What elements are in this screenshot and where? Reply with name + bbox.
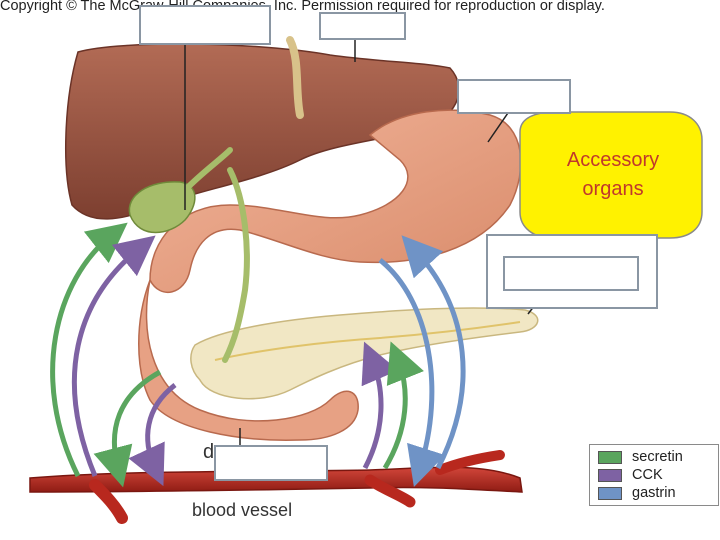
hormone-legend: secretin CCK gastrin	[589, 444, 719, 506]
partial-label-d: d	[203, 441, 215, 463]
gallbladder-shape	[128, 181, 196, 234]
legend-item-gastrin: gastrin	[598, 485, 676, 501]
cck-arrow-to-pancreas	[361, 341, 399, 470]
legend-swatch-cck	[598, 468, 622, 482]
legend-swatch-gastrin	[598, 486, 622, 500]
legend-label-secretin: secretin	[632, 449, 683, 465]
blood-vessel-label: blood vessel	[192, 500, 293, 520]
liver-shape	[65, 43, 460, 220]
label-box-duodenum[interactable]	[214, 445, 328, 481]
callout-line-1: Accessory	[566, 149, 660, 171]
cck-arrow-from-duodenum	[128, 383, 177, 487]
label-box-pancreas-inner[interactable]	[503, 256, 639, 291]
label-box-liver[interactable]	[319, 12, 406, 40]
gastrin-arrow-from-stomach	[378, 258, 446, 488]
secretin-arrow-from-duodenum	[93, 369, 162, 488]
legend-label-cck: CCK	[632, 467, 663, 483]
legend-item-cck: CCK	[598, 467, 663, 483]
gastrin-arrow-to-stomach	[401, 235, 466, 470]
legend-label-gastrin: gastrin	[632, 485, 676, 501]
copyright-notice: Copyright © The McGraw-Hill Companies, I…	[0, 0, 605, 14]
accessory-organs-callout: Accessory organs	[548, 146, 678, 204]
secretin-arrow-to-pancreas	[382, 341, 424, 470]
cck-arrow-to-gallbladder	[71, 235, 156, 477]
label-box-gallbladder[interactable]	[139, 5, 271, 45]
secretin-arrow-to-gallbladder	[50, 222, 128, 478]
duodenum-shape	[138, 279, 359, 441]
callout-line-2: organs	[582, 178, 644, 200]
leader-line-stomach	[487, 109, 511, 143]
label-box-stomach[interactable]	[457, 79, 571, 114]
legend-swatch-secretin	[598, 450, 622, 464]
legend-item-secretin: secretin	[598, 449, 683, 465]
